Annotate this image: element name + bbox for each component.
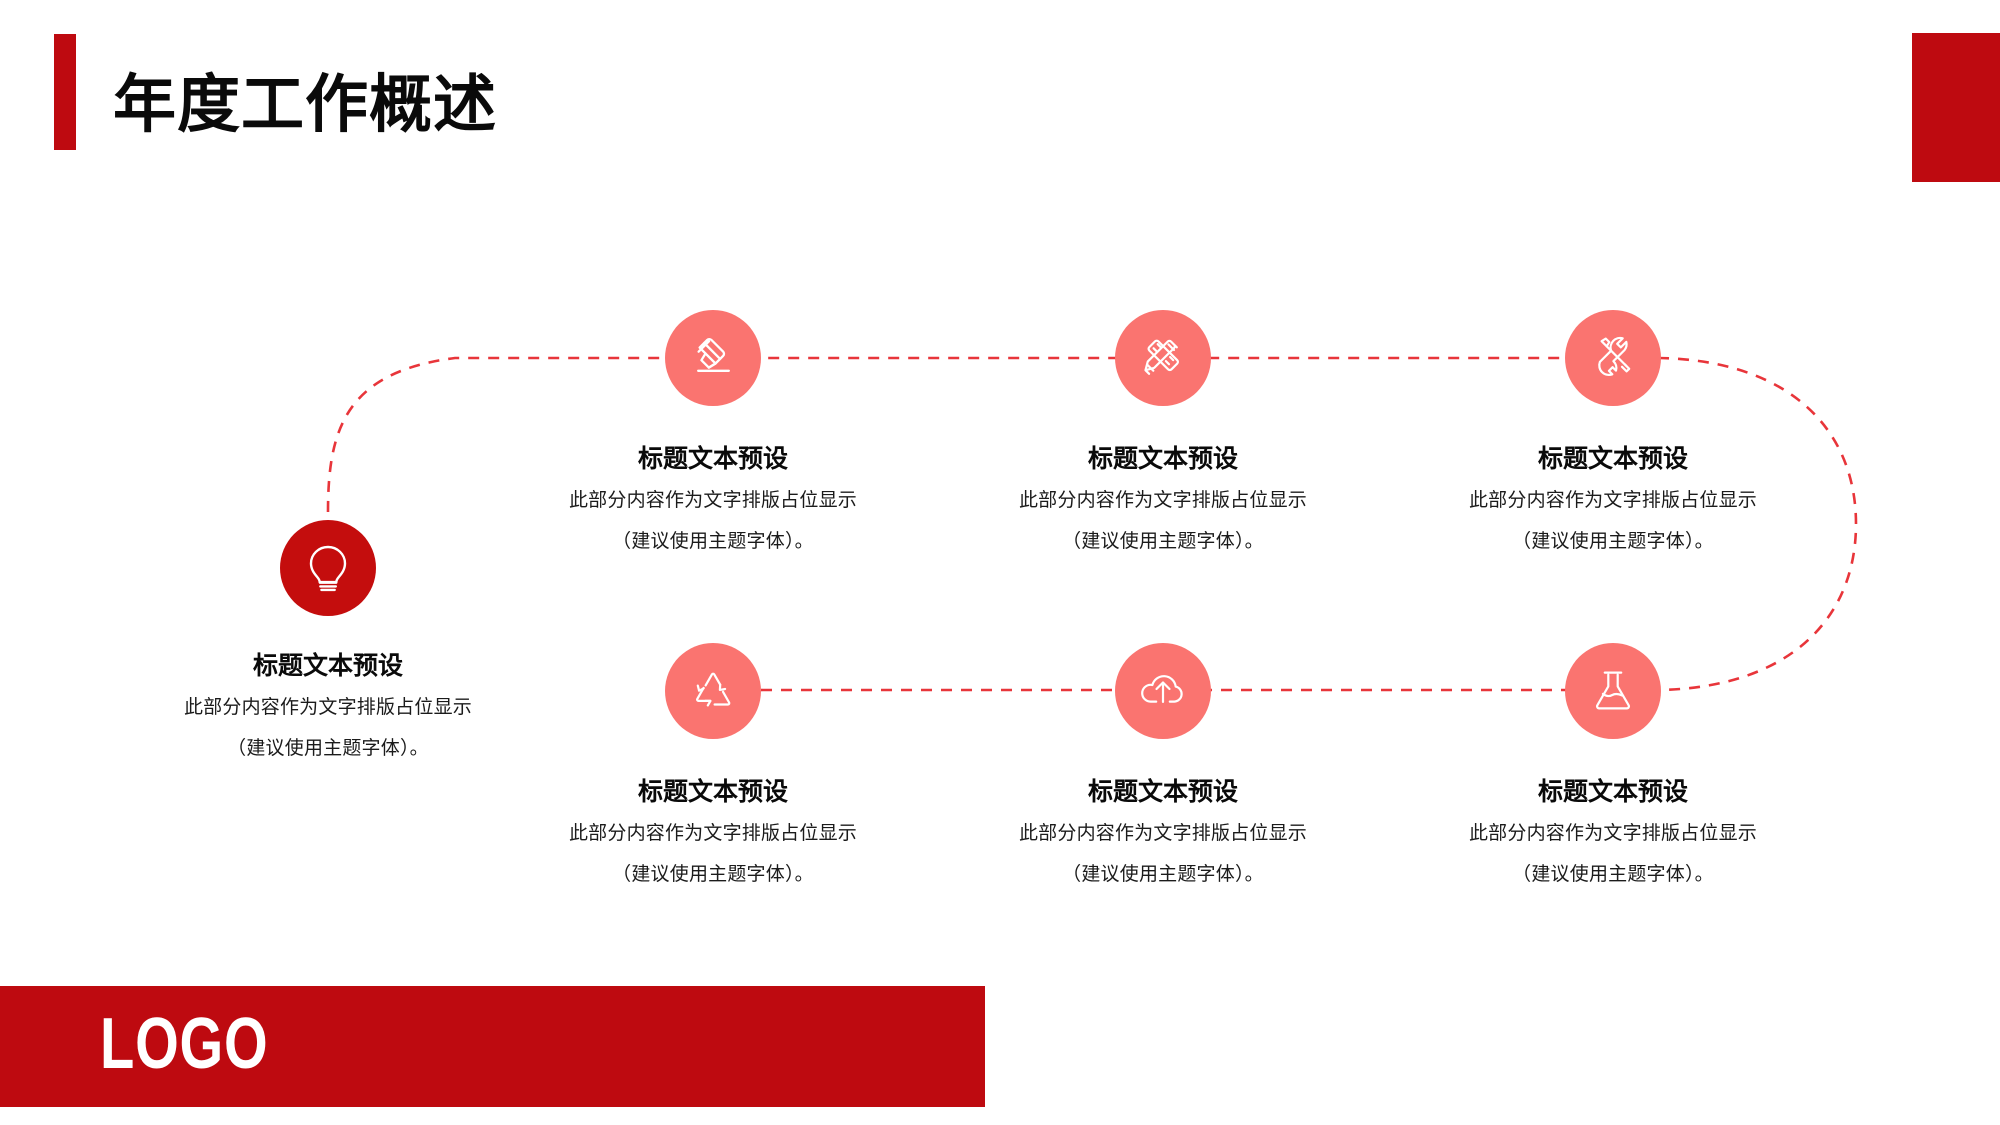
node-title: 标题文本预设 xyxy=(1087,445,1238,473)
node-title: 标题文本预设 xyxy=(637,445,788,473)
node-title: 标题文本预设 xyxy=(252,652,403,680)
node-flask[interactable]: 标题文本预设 此部分内容作为文字排版占位显示 （建议使用主题字体）。 xyxy=(1463,643,1763,889)
node-circle-wrench-screwdriver[interactable] xyxy=(1565,310,1661,406)
node-circle-pencil-ruler[interactable] xyxy=(1115,310,1211,406)
node-wrench-screwdriver[interactable]: 标题文本预设 此部分内容作为文字排版占位显示 （建议使用主题字体）。 xyxy=(1463,310,1763,556)
node-body-line2: （建议使用主题字体）。 xyxy=(1062,530,1264,552)
node-title: 标题文本预设 xyxy=(1087,778,1238,806)
page-title: 年度工作概述 xyxy=(113,70,497,140)
node-lightbulb[interactable]: 标题文本预设 此部分内容作为文字排版占位显示 （建议使用主题字体）。 xyxy=(178,520,478,763)
node-circle-recycle[interactable] xyxy=(665,643,761,739)
node-body-line1: 此部分内容作为文字排版占位显示 xyxy=(1468,490,1757,511)
node-recycle[interactable]: 标题文本预设 此部分内容作为文字排版占位显示 （建议使用主题字体）。 xyxy=(563,643,863,889)
node-body-line2: （建议使用主题字体）。 xyxy=(612,863,814,885)
node-body-line1: 此部分内容作为文字排版占位显示 xyxy=(568,490,857,511)
node-body-line1: 此部分内容作为文字排版占位显示 xyxy=(1468,823,1757,844)
lightbulb-icon xyxy=(301,541,355,595)
node-circle-pencil-edit[interactable] xyxy=(665,310,761,406)
node-body-line2: （建议使用主题字体）。 xyxy=(1062,863,1264,885)
corner-accent-block xyxy=(1912,33,2000,182)
node-body-line2: （建议使用主题字体）。 xyxy=(1512,863,1714,885)
node-circle-cloud-upload[interactable] xyxy=(1115,643,1211,739)
title-accent-bar xyxy=(54,34,76,150)
node-body-line1: 此部分内容作为文字排版占位显示 xyxy=(568,823,857,844)
wrench-screwdriver-icon xyxy=(1585,330,1641,386)
node-title: 标题文本预设 xyxy=(637,778,788,806)
node-body-line1: 此部分内容作为文字排版占位显示 xyxy=(183,697,472,718)
pencil-edit-icon xyxy=(685,330,741,386)
node-title: 标题文本预设 xyxy=(1537,778,1688,806)
node-pencil-edit[interactable]: 标题文本预设 此部分内容作为文字排版占位显示 （建议使用主题字体）。 xyxy=(563,310,863,556)
cloud-upload-icon xyxy=(1134,662,1192,720)
node-body-line1: 此部分内容作为文字排版占位显示 xyxy=(1018,823,1307,844)
recycle-icon xyxy=(686,664,740,718)
node-body-line2: （建议使用主题字体）。 xyxy=(227,737,429,759)
node-cloud-upload[interactable]: 标题文本预设 此部分内容作为文字排版占位显示 （建议使用主题字体）。 xyxy=(1013,643,1313,889)
logo-banner xyxy=(0,986,985,1107)
logo-text: LOGO xyxy=(100,1004,269,1084)
node-body-line2: （建议使用主题字体）。 xyxy=(612,530,814,552)
node-circle-flask[interactable] xyxy=(1565,643,1661,739)
node-circle-lightbulb[interactable] xyxy=(280,520,376,616)
node-body-line1: 此部分内容作为文字排版占位显示 xyxy=(1018,490,1307,511)
node-pencil-ruler[interactable]: 标题文本预设 此部分内容作为文字排版占位显示 （建议使用主题字体）。 xyxy=(1013,310,1313,556)
pencil-ruler-icon xyxy=(1135,330,1191,386)
node-body-line2: （建议使用主题字体）。 xyxy=(1512,530,1714,552)
node-title: 标题文本预设 xyxy=(1537,445,1688,473)
flask-icon xyxy=(1587,665,1639,717)
